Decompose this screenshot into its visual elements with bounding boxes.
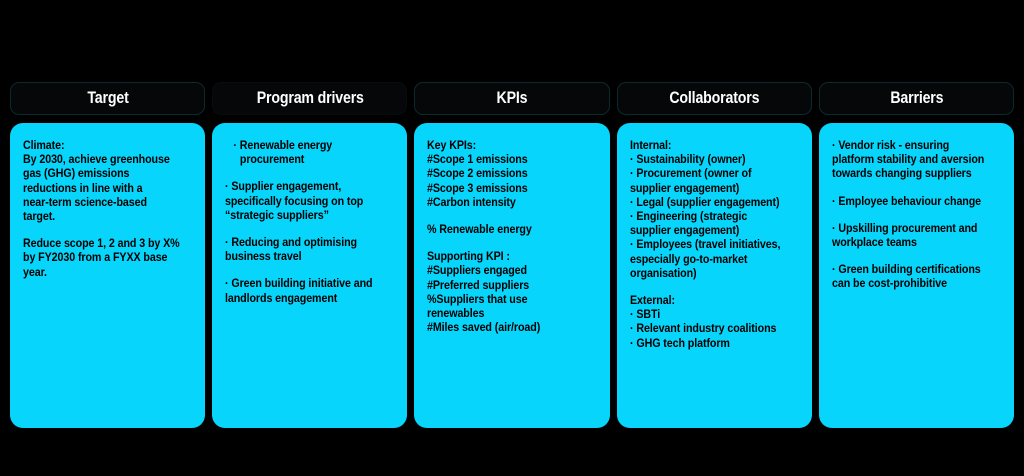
block-line: platform stability and aversion (831, 154, 985, 167)
block-line: · Sustainability (owner) (629, 154, 746, 167)
block-line: · Renewable energy (233, 140, 333, 152)
block-line: #Carbon intensity (427, 196, 517, 209)
block-line: By 2030, achieve greenhouse (23, 154, 170, 167)
column-card-barriers: · Vendor risk - ensuring platform stabili… (818, 123, 1015, 428)
block-line: · Upskilling procurement and (831, 222, 978, 235)
block-line: #Scope 1 emissions (427, 154, 528, 167)
block-line: supplier engagement) (629, 182, 739, 195)
block-line: year. (23, 266, 47, 279)
column-header-barriers[interactable]: Barriers (818, 82, 1015, 115)
block-heading: Supporting KPI : (427, 251, 511, 264)
block-line: workplace teams (831, 237, 917, 250)
block-line: supplier engagement) (629, 225, 739, 238)
block-line: by FY2030 from a FYXX base (23, 252, 168, 265)
column-header-target[interactable]: Target (10, 82, 206, 115)
block-heading: Climate: (23, 140, 65, 152)
block-line: especially go-to-market (629, 253, 747, 266)
column-header-label: Collaborators (669, 89, 760, 107)
block-line: · Supplier engagement, (225, 181, 342, 194)
column-header-program-drivers[interactable]: Program drivers (212, 82, 408, 115)
block-line: specifically focusing on top (225, 195, 364, 208)
block-line: procurement (240, 154, 305, 167)
content-block-vendor-risk: · Vendor risk - ensuring platform stabili… (832, 139, 1001, 182)
block-line: · Procurement (owner of (629, 168, 752, 181)
content-block-supporting-kpi: Supporting KPI :#Suppliers engaged#Prefe… (427, 250, 596, 335)
block-line: · SBTi (629, 309, 660, 322)
block-line: · Vendor risk - ensuring (831, 140, 950, 152)
column-barriers: Barriers · Vendor risk - ensuring platform… (818, 82, 1015, 428)
block-heading: Key KPIs: (427, 140, 477, 152)
block-line: #Miles saved (air/road) (427, 322, 541, 335)
block-line: can be cost-prohibitive (831, 278, 947, 291)
block-line: towards changing suppliers (831, 168, 972, 181)
column-card-collaborators: Internal: · Sustainability (owner)· Procu… (616, 123, 812, 428)
block-line: #Scope 2 emissions (427, 168, 528, 181)
content-block-key-kpis: Key KPIs: #Scope 1 emissions#Scope 2 emis… (427, 139, 596, 210)
column-card-program-drivers: · Renewable energy procurement · Supplier … (212, 123, 408, 428)
content-block-renewable-energy-kpi: % Renewable energy (427, 223, 596, 237)
content-block-renewable-energy: · Renewable energy procurement (225, 139, 394, 167)
block-line: · Employee behaviour change (831, 195, 981, 208)
column-header-label: Program drivers (256, 89, 364, 107)
block-line: · Green building initiative and (225, 278, 373, 291)
column-header-label: KPIs (496, 89, 528, 107)
content-block-scope-reduction: Reduce scope 1, 2 and 3 by X%by FY2030 f… (23, 237, 192, 280)
column-header-kpis[interactable]: KPIs (414, 82, 610, 115)
column-header-label: Barriers (889, 89, 943, 107)
block-line: “strategic suppliers” (225, 209, 330, 222)
column-header-collaborators[interactable]: Collaborators (616, 82, 812, 115)
block-line: gas (GHG) emissions (23, 168, 130, 181)
content-block-upskilling: · Upskilling procurement and workplace te… (832, 222, 1001, 250)
block-heading: External: (629, 295, 675, 308)
block-line: %Suppliers that use renewables (427, 293, 531, 321)
content-block-internal: Internal: · Sustainability (owner)· Procu… (630, 139, 799, 281)
column-header-label: Target (86, 89, 129, 107)
block-line: target. (23, 211, 56, 224)
block-line: · Engineering (strategic (629, 211, 747, 224)
content-block-supplier-engagement: · Supplier engagement,specifically focus… (225, 180, 394, 223)
block-line: reductions in line with a (23, 182, 143, 195)
block-line: #Suppliers engaged (427, 265, 528, 278)
block-line: #Preferred suppliers (427, 279, 530, 292)
column-program-drivers: Program drivers · Renewable energy procure… (212, 82, 408, 428)
block-line: landlords engagement (225, 292, 338, 305)
block-line: #Scope 3 emissions (427, 182, 528, 195)
block-line: near-term science-based (23, 196, 147, 209)
block-line: · GHG tech platform (629, 337, 730, 350)
block-line: Reduce scope 1, 2 and 3 by X% (23, 238, 180, 251)
block-line: % Renewable energy (427, 224, 533, 237)
content-block-external: External:· SBTi· Relevant industry coali… (630, 294, 799, 351)
block-line: organisation) (629, 267, 697, 280)
block-line: business travel (225, 251, 302, 264)
block-line: · Employees (travel initiatives, (629, 239, 780, 252)
column-card-kpis: Key KPIs: #Scope 1 emissions#Scope 2 emis… (414, 123, 610, 428)
block-line: · Reducing and optimising (225, 237, 358, 250)
block-line: · Relevant industry coalitions (629, 323, 776, 336)
block-heading: Internal: (629, 140, 671, 152)
content-block-employee-behaviour: · Employee behaviour change (832, 195, 1001, 209)
block-line: · Legal (supplier engagement) (629, 196, 780, 209)
block-line: · Green building certifications (831, 264, 981, 277)
